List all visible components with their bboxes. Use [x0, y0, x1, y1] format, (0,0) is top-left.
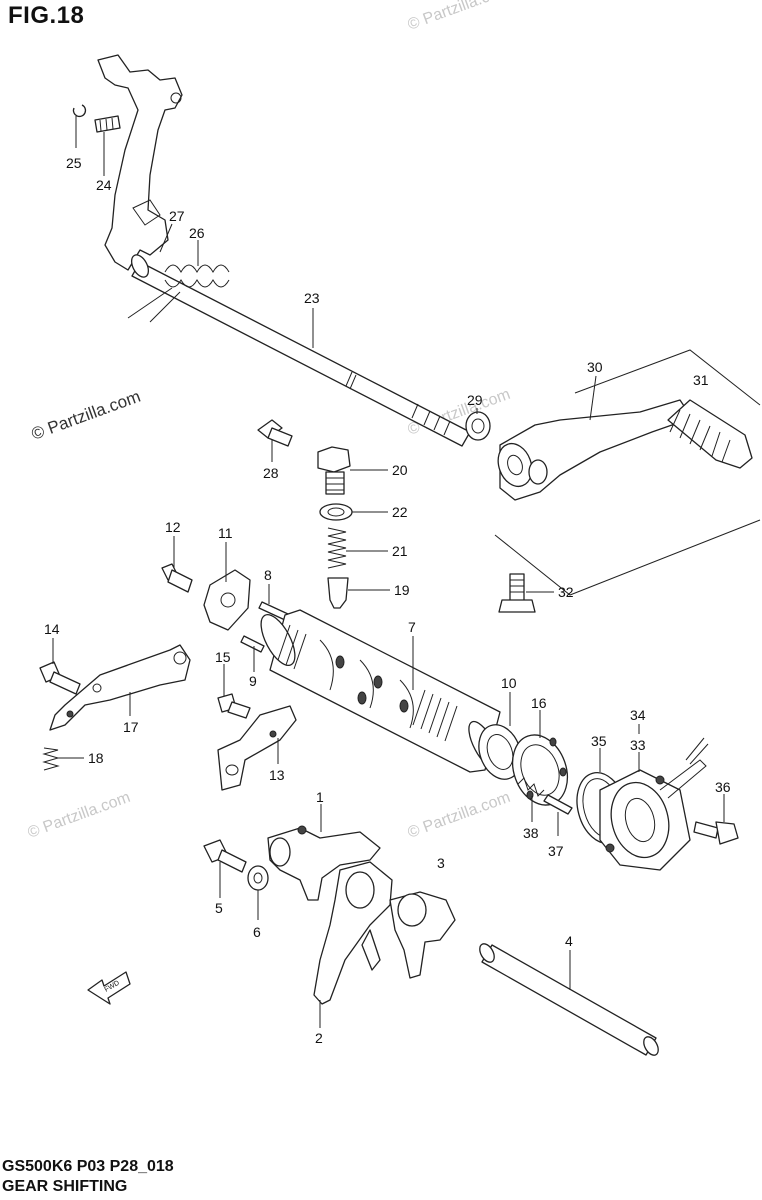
bolt-15 — [217, 693, 251, 719]
callout-33: 33 — [630, 737, 646, 753]
callout-14: 14 — [44, 621, 60, 637]
bolt-5 — [203, 839, 247, 873]
fork-shaft — [479, 943, 659, 1056]
gear-position-switch — [599, 737, 709, 871]
watermark-main: © Partzilla.com — [29, 387, 143, 444]
callout-7: 7 — [408, 619, 416, 635]
pawl-pin — [543, 794, 573, 815]
bolt-14 — [39, 661, 81, 695]
pin-9 — [240, 635, 265, 653]
callout-36: 36 — [715, 779, 731, 795]
callout-20: 20 — [392, 462, 408, 478]
gasket-washer — [319, 503, 353, 521]
gear-shift-arm — [97, 54, 183, 271]
cam-guide-plate — [203, 569, 251, 631]
gear-shift-shaft — [130, 254, 471, 447]
callout-18: 18 — [88, 750, 104, 766]
callout-34: 34 — [630, 707, 646, 723]
stopper-arm — [49, 644, 191, 731]
callout-35: 35 — [591, 733, 607, 749]
callout-6: 6 — [253, 924, 261, 940]
lever-group-box — [494, 349, 761, 596]
callout-8: 8 — [264, 567, 272, 583]
callout-16: 16 — [531, 695, 547, 711]
callout-23: 23 — [304, 290, 320, 306]
callouts: 1 2 3 4 5 6 7 8 9 10 11 12 13 — [44, 116, 731, 1046]
pawl-spring — [517, 777, 545, 797]
callout-25: 25 — [66, 155, 82, 171]
diagram-code: GS500K6 P03 P28_018 — [2, 1158, 174, 1175]
callout-13: 13 — [269, 767, 285, 783]
watermark-faint: © Partzilla.com — [406, 0, 513, 34]
lever-bolt — [498, 573, 536, 613]
switch-bolt — [693, 821, 739, 845]
callout-3: 3 — [437, 855, 445, 871]
shift-cam-drum — [260, 609, 501, 773]
watermark-faint: © Partzilla.com — [26, 789, 133, 842]
callout-17: 17 — [123, 719, 139, 735]
plug-bolt — [317, 446, 351, 495]
figure-title: FIG.18 — [8, 2, 85, 29]
cam-stopper-plate — [217, 705, 297, 791]
callout-15: 15 — [215, 649, 231, 665]
bearing — [478, 724, 522, 780]
callout-29: 29 — [467, 392, 483, 408]
callout-28: 28 — [263, 465, 279, 481]
callout-26: 26 — [189, 225, 205, 241]
shift-fork-3 — [389, 891, 456, 979]
bolt-28 — [257, 419, 293, 447]
stopper-pin — [327, 577, 349, 609]
callout-11: 11 — [218, 525, 233, 541]
callout-30: 30 — [587, 359, 603, 375]
callout-38: 38 — [523, 825, 539, 841]
callout-19: 19 — [394, 582, 410, 598]
callout-12: 12 — [165, 519, 181, 535]
callout-27: 27 — [169, 208, 185, 224]
stopper-spring — [327, 527, 347, 569]
circlip — [72, 104, 87, 118]
watermark-faint: © Partzilla.com — [406, 789, 513, 842]
shift-fork-2 — [313, 861, 393, 1005]
callout-2: 2 — [315, 1030, 323, 1046]
stopper-spring-18 — [42, 747, 60, 771]
oil-seal — [465, 411, 491, 441]
callout-1: 1 — [316, 789, 324, 805]
arm-pin — [94, 115, 121, 133]
callout-37: 37 — [548, 843, 564, 859]
callout-10: 10 — [501, 675, 517, 691]
callout-32: 32 — [558, 584, 574, 600]
callout-4: 4 — [565, 933, 573, 949]
diagram-title: GEAR SHIFTING — [2, 1178, 128, 1195]
callout-24: 24 — [96, 177, 112, 193]
washer-6 — [247, 865, 269, 891]
gearshift-lever — [497, 399, 693, 501]
return-spring — [127, 264, 230, 323]
callout-5: 5 — [215, 900, 223, 916]
fwd-arrow: FWD — [87, 971, 131, 1005]
bolt-12 — [161, 563, 193, 593]
callout-22: 22 — [392, 504, 408, 520]
footpeg-rubber — [667, 399, 753, 469]
callout-21: 21 — [392, 543, 408, 559]
callout-9: 9 — [249, 673, 257, 689]
shift-fork-1 — [267, 825, 381, 901]
callout-31: 31 — [693, 372, 709, 388]
